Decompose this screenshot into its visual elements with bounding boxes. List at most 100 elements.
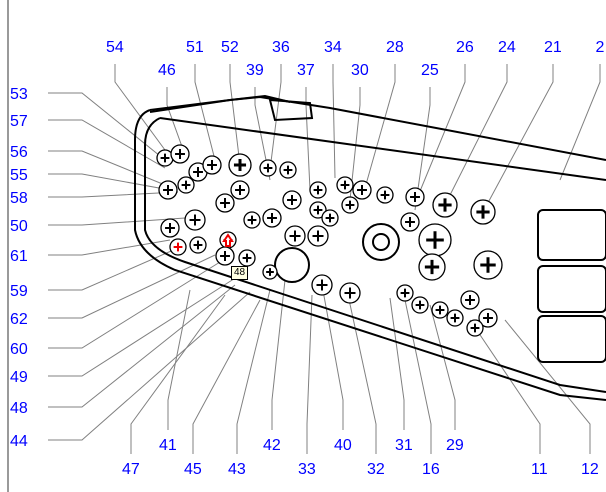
pin-1 [170,144,190,164]
pin-label-26[interactable]: 26 [456,39,474,56]
leader-line-46 [166,87,186,156]
pin-label-41[interactable]: 41 [159,437,177,454]
pin-46 [262,264,278,280]
leader-line-45 [192,299,261,454]
pin-label-45[interactable]: 45 [184,461,202,478]
pin-label-53[interactable]: 53 [10,86,28,103]
pin-label-40[interactable]: 40 [334,437,352,454]
pin-label-48[interactable]: 48 [10,400,28,417]
pin-30 [215,246,235,266]
pin-34 [418,223,452,257]
pin-label-58[interactable]: 58 [10,190,28,207]
leader-line-41 [167,289,191,430]
leader-line-36 [269,64,282,171]
pin-13 [309,201,327,219]
pin-label-60[interactable]: 60 [10,341,28,358]
pin-14 [336,176,354,194]
leader-line-44 [48,291,251,441]
leader-line-29 [429,304,456,430]
pin-label-43[interactable]: 43 [228,461,246,478]
leader-line-11 [469,319,541,454]
pin-label-21[interactable]: 21 [544,39,562,56]
pin-label-42[interactable]: 42 [263,437,281,454]
leader-line-43 [236,289,271,454]
pin-label-28[interactable]: 28 [386,39,404,56]
leader-line-47 [130,294,226,454]
pin-35 [418,253,446,281]
pin-label-25[interactable]: 25 [421,62,439,79]
leader-line-57 [48,119,166,169]
pin-label-56[interactable]: 56 [10,144,28,161]
leader-line-58 [48,191,179,198]
pin-22 [284,225,306,247]
pin-45 [466,319,484,337]
leader-line-31 [389,297,405,430]
pin-label-59[interactable]: 59 [10,283,28,300]
pin-label-50[interactable]: 50 [10,218,28,235]
pin-5 [202,155,222,175]
pin-42 [446,309,464,327]
pin-label-36[interactable]: 36 [272,39,290,56]
pin-32 [307,225,329,247]
pin-array [156,144,503,337]
leader-line-39 [254,87,271,181]
pin-label-37[interactable]: 37 [297,62,315,79]
leader-line-28 [364,64,396,189]
pin-label-55[interactable]: 55 [10,167,28,184]
pin-31 [238,249,256,267]
pin-3 [177,176,195,194]
pin-label-47[interactable]: 47 [122,461,140,478]
pin-label-29[interactable]: 29 [446,437,464,454]
pin-label-54[interactable]: 54 [106,39,124,56]
pin-17 [405,187,425,207]
pin-9 [230,180,250,200]
leader-line-53 [48,92,166,161]
pin-23 [262,208,282,228]
pin-8 [279,161,297,179]
pin-10 [215,193,235,213]
pin-label-11[interactable]: 11 [531,461,548,478]
pin-label-31[interactable]: 31 [395,437,413,454]
tooltip: 48 [231,266,249,280]
pin-label-34[interactable]: 34 [324,39,342,56]
pin-label-61[interactable]: 61 [10,248,28,265]
leader-line-32 [347,294,377,454]
pin-43 [460,290,480,310]
leader-lines [48,64,601,454]
connector-housing [134,94,606,401]
pin-label-51[interactable]: 51 [186,39,204,56]
pin-6 [228,153,252,177]
pin-label-39[interactable]: 39 [246,62,264,79]
pin-2 [158,180,178,200]
pin-label-30[interactable]: 30 [351,62,369,79]
pin-19 [470,199,496,225]
pin-38 [339,282,361,304]
leader-line-40 [321,284,344,430]
pin-label-57[interactable]: 57 [10,113,28,130]
pin-label-46[interactable]: 46 [158,62,176,79]
leader-line-55 [48,173,171,191]
pin-24 [243,211,261,229]
pin-label-44[interactable]: 44 [10,433,28,450]
leader-line-26 [417,64,466,197]
pin-label-2[interactable]: 2 [596,39,605,56]
pin-label-24[interactable]: 24 [498,39,516,56]
leader-line-24 [444,64,508,206]
pin-44 [478,308,498,328]
pin-label-52[interactable]: 52 [221,39,239,56]
pin-label-62[interactable]: 62 [10,311,28,328]
leader-line-60 [48,261,221,349]
leader-line-25 [414,87,431,211]
leader-line-62 [48,254,216,319]
leader-line-2 [559,64,601,181]
pin-label-49[interactable]: 49 [10,369,28,386]
pin-label-16[interactable]: 16 [422,461,440,478]
pin-label-33[interactable]: 33 [298,461,316,478]
pin-label-12[interactable]: 12 [581,461,599,478]
pin-label-32[interactable]: 32 [367,461,385,478]
pin-40 [411,296,429,314]
window-border [7,0,9,492]
